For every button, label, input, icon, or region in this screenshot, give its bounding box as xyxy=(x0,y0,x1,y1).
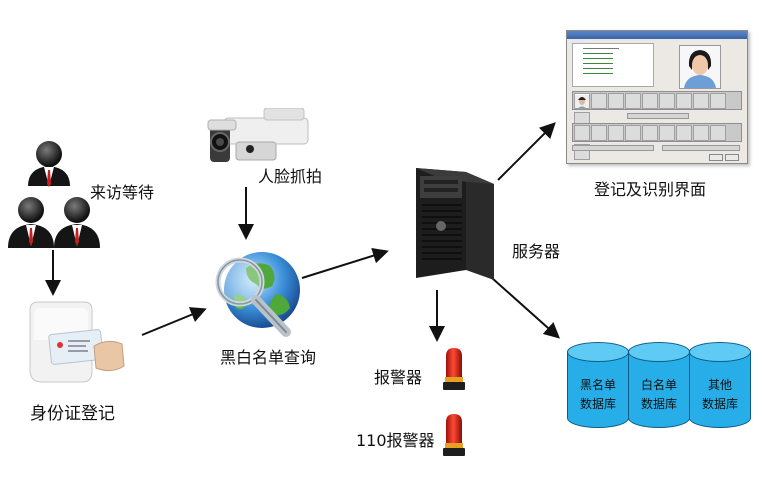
database-cylinder-top xyxy=(628,342,690,362)
field-row-2 xyxy=(662,145,740,151)
field-row-1 xyxy=(572,145,654,151)
blacklist-query-label: 黑白名单查询 xyxy=(220,348,317,367)
database-cylinder-top xyxy=(689,342,751,362)
arrow-server-to-ui xyxy=(497,122,556,181)
database-label: 黑名单 数据库 xyxy=(567,376,629,414)
database-name: 白名单 xyxy=(640,378,677,392)
ui-label: 登记及识别界面 xyxy=(594,180,707,199)
person-photo xyxy=(679,45,721,89)
database-cylinder xyxy=(628,352,690,428)
window-button-1 xyxy=(709,154,723,161)
id-register-label: 身份证登记 xyxy=(30,404,115,424)
database-type: 数据库 xyxy=(640,397,677,411)
tree-panel xyxy=(572,43,654,87)
database-label: 白名单 数据库 xyxy=(628,376,690,414)
whitelist-database: 白名单 数据库 xyxy=(628,342,690,428)
window-button-2 xyxy=(725,154,739,161)
database-cylinder-top xyxy=(567,342,629,362)
alarm-110-label: 110报警器 xyxy=(356,431,435,450)
visitors-label: 来访等待 xyxy=(90,183,155,202)
globe-search-icon xyxy=(215,252,300,337)
capture-strip-2 xyxy=(572,123,742,160)
arrow-query-to-server xyxy=(301,247,389,279)
camera-label: 人脸抓拍 xyxy=(258,167,323,186)
recognition-ui-screenshot xyxy=(566,30,748,164)
capture-strip-1 xyxy=(572,91,742,128)
alarm-light-icon xyxy=(443,348,465,390)
database-type: 数据库 xyxy=(579,397,616,411)
control-row xyxy=(627,113,689,119)
other-database: 其他 数据库 xyxy=(689,342,751,428)
blacklist-database: 黑名单 数据库 xyxy=(567,342,629,428)
visitors-icon xyxy=(8,141,100,248)
database-cylinder xyxy=(689,352,751,428)
database-name: 其他 xyxy=(707,378,732,392)
alarm-110-light-icon xyxy=(443,414,465,456)
alarm-label: 报警器 xyxy=(374,368,423,387)
window-titlebar xyxy=(567,31,747,44)
database-name: 黑名单 xyxy=(579,378,616,392)
server-label: 服务器 xyxy=(512,242,561,261)
server-icon xyxy=(416,168,494,280)
database-type: 数据库 xyxy=(701,397,738,411)
arrow-id-to-query xyxy=(141,307,207,336)
arrow-server-to-db xyxy=(491,277,560,339)
camera-icon xyxy=(207,108,309,162)
id-card-reader-icon xyxy=(29,301,125,383)
database-label: 其他 数据库 xyxy=(689,376,751,414)
